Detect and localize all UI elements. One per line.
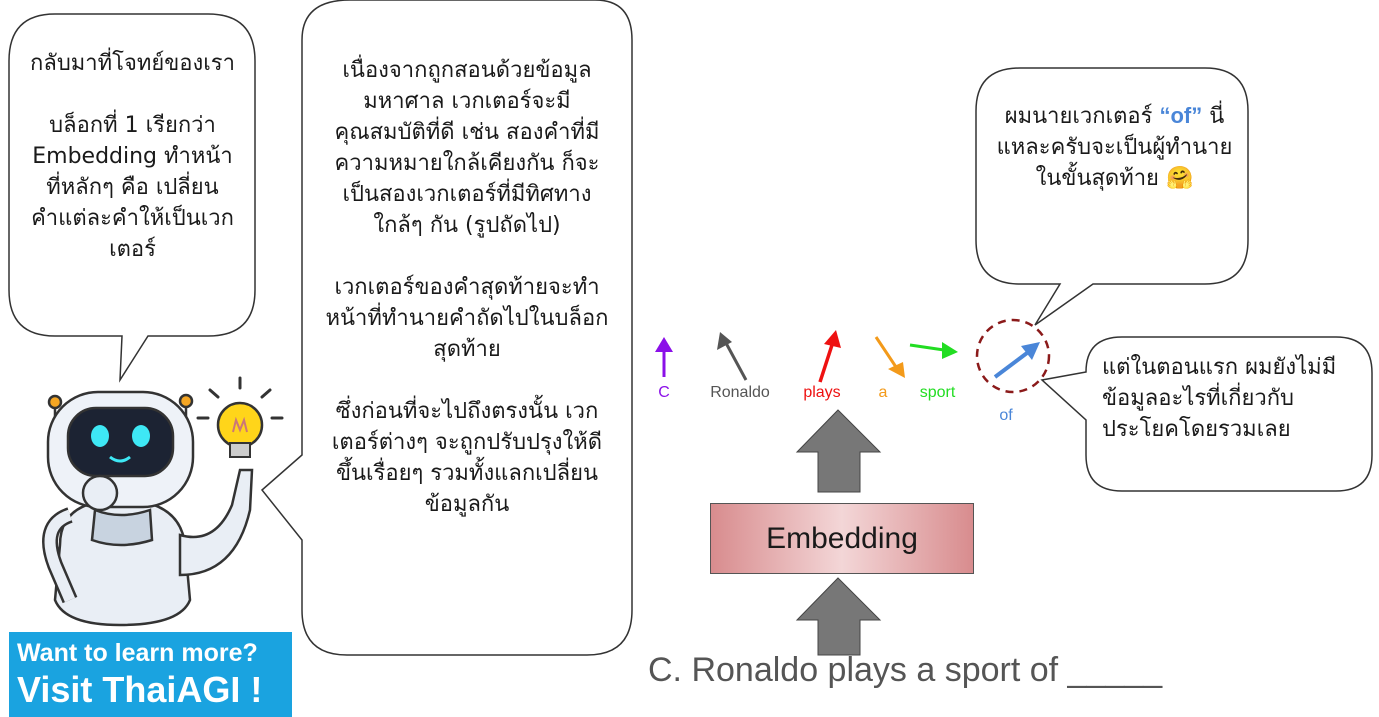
lightbulb-icon xyxy=(196,376,284,458)
promo-line-1: Want to learn more? xyxy=(17,639,258,667)
word-label-of: of xyxy=(999,407,1013,424)
word-label-plays: plays xyxy=(803,384,841,401)
up-arrow-bottom xyxy=(795,577,882,656)
speech-bubble-2 xyxy=(260,0,633,656)
bubble-2-text: เนื่องจากถูกสอนด้วยข้อมูลมหาศาล เวกเตอร์… xyxy=(322,55,612,520)
word-label-sport: sport xyxy=(919,384,956,401)
vector-arrow-plays xyxy=(818,330,841,383)
speech-bubble-4 xyxy=(1040,336,1373,492)
vector-arrow-ronaldo xyxy=(717,332,748,381)
bubble-3-line-1: ผมนายเวกเตอร์ xyxy=(1004,104,1153,129)
vector-arrow-c xyxy=(655,337,673,377)
vector-arrow-a xyxy=(874,336,905,378)
promo-banner[interactable]: Want to learn more? Visit ThaiAGI ! xyxy=(9,632,292,717)
word-label-c: C xyxy=(658,384,670,401)
vector-arrow-sport xyxy=(909,342,958,359)
bubble-3-text: ผมนายเวกเตอร์ “of” นี่แหละครับจะเป็นผู้ท… xyxy=(992,100,1237,194)
bubble-3-line-2: นี่แหละครับจะเป็นผู้ทำนาย ในขั้นสุดท้าย xyxy=(996,104,1233,191)
hugging-face-emoji: 🤗 xyxy=(1165,166,1194,191)
bubble-1-paragraph-1: กลับมาที่โจทย์ของเรา xyxy=(30,51,235,76)
word-label-ronaldo: Ronaldo xyxy=(710,384,770,401)
up-arrow-top xyxy=(795,409,882,493)
bubble-1-text: กลับมาที่โจทย์ของเรา บล็อกที่ 1 เรียกว่า… xyxy=(30,48,235,265)
word-label-a: a xyxy=(878,384,888,401)
bubble-2-paragraph-2: เวกเตอร์ของคำสุดท้ายจะทำหน้าที่ทำนายคำถั… xyxy=(325,275,609,362)
embedding-label: Embedding xyxy=(766,521,918,555)
bubble-2-paragraph-1: เนื่องจากถูกสอนด้วยข้อมูลมหาศาล เวกเตอร์… xyxy=(334,58,600,238)
speech-bubble-3 xyxy=(975,67,1249,326)
bubble-3-highlight-of: “of” xyxy=(1159,103,1203,128)
input-sentence: C. Ronaldo plays a sport of _____ xyxy=(648,651,1163,689)
bubble-4-paragraph: แต่ในตอนแรก ผมยังไม่มีข้อมูลอะไรที่เกี่ย… xyxy=(1102,355,1337,442)
bubble-4-text: แต่ในตอนแรก ผมยังไม่มีข้อมูลอะไรที่เกี่ย… xyxy=(1102,352,1352,445)
vector-arrow-of xyxy=(993,342,1040,379)
speech-bubble-1 xyxy=(8,13,256,383)
bubble-1-paragraph-2: บล็อกที่ 1 เรียกว่า Embedding ทำหน้าที่ห… xyxy=(31,113,234,262)
promo-line-2: Visit ThaiAGI ! xyxy=(17,669,263,710)
highlight-circle xyxy=(975,318,1051,394)
bubble-2-paragraph-3: ซึ่งก่อนที่จะไปถึงตรงนั้น เวกเตอร์ต่างๆ … xyxy=(331,399,603,517)
embedding-block: Embedding xyxy=(710,503,974,574)
robot-mascot xyxy=(42,390,254,627)
